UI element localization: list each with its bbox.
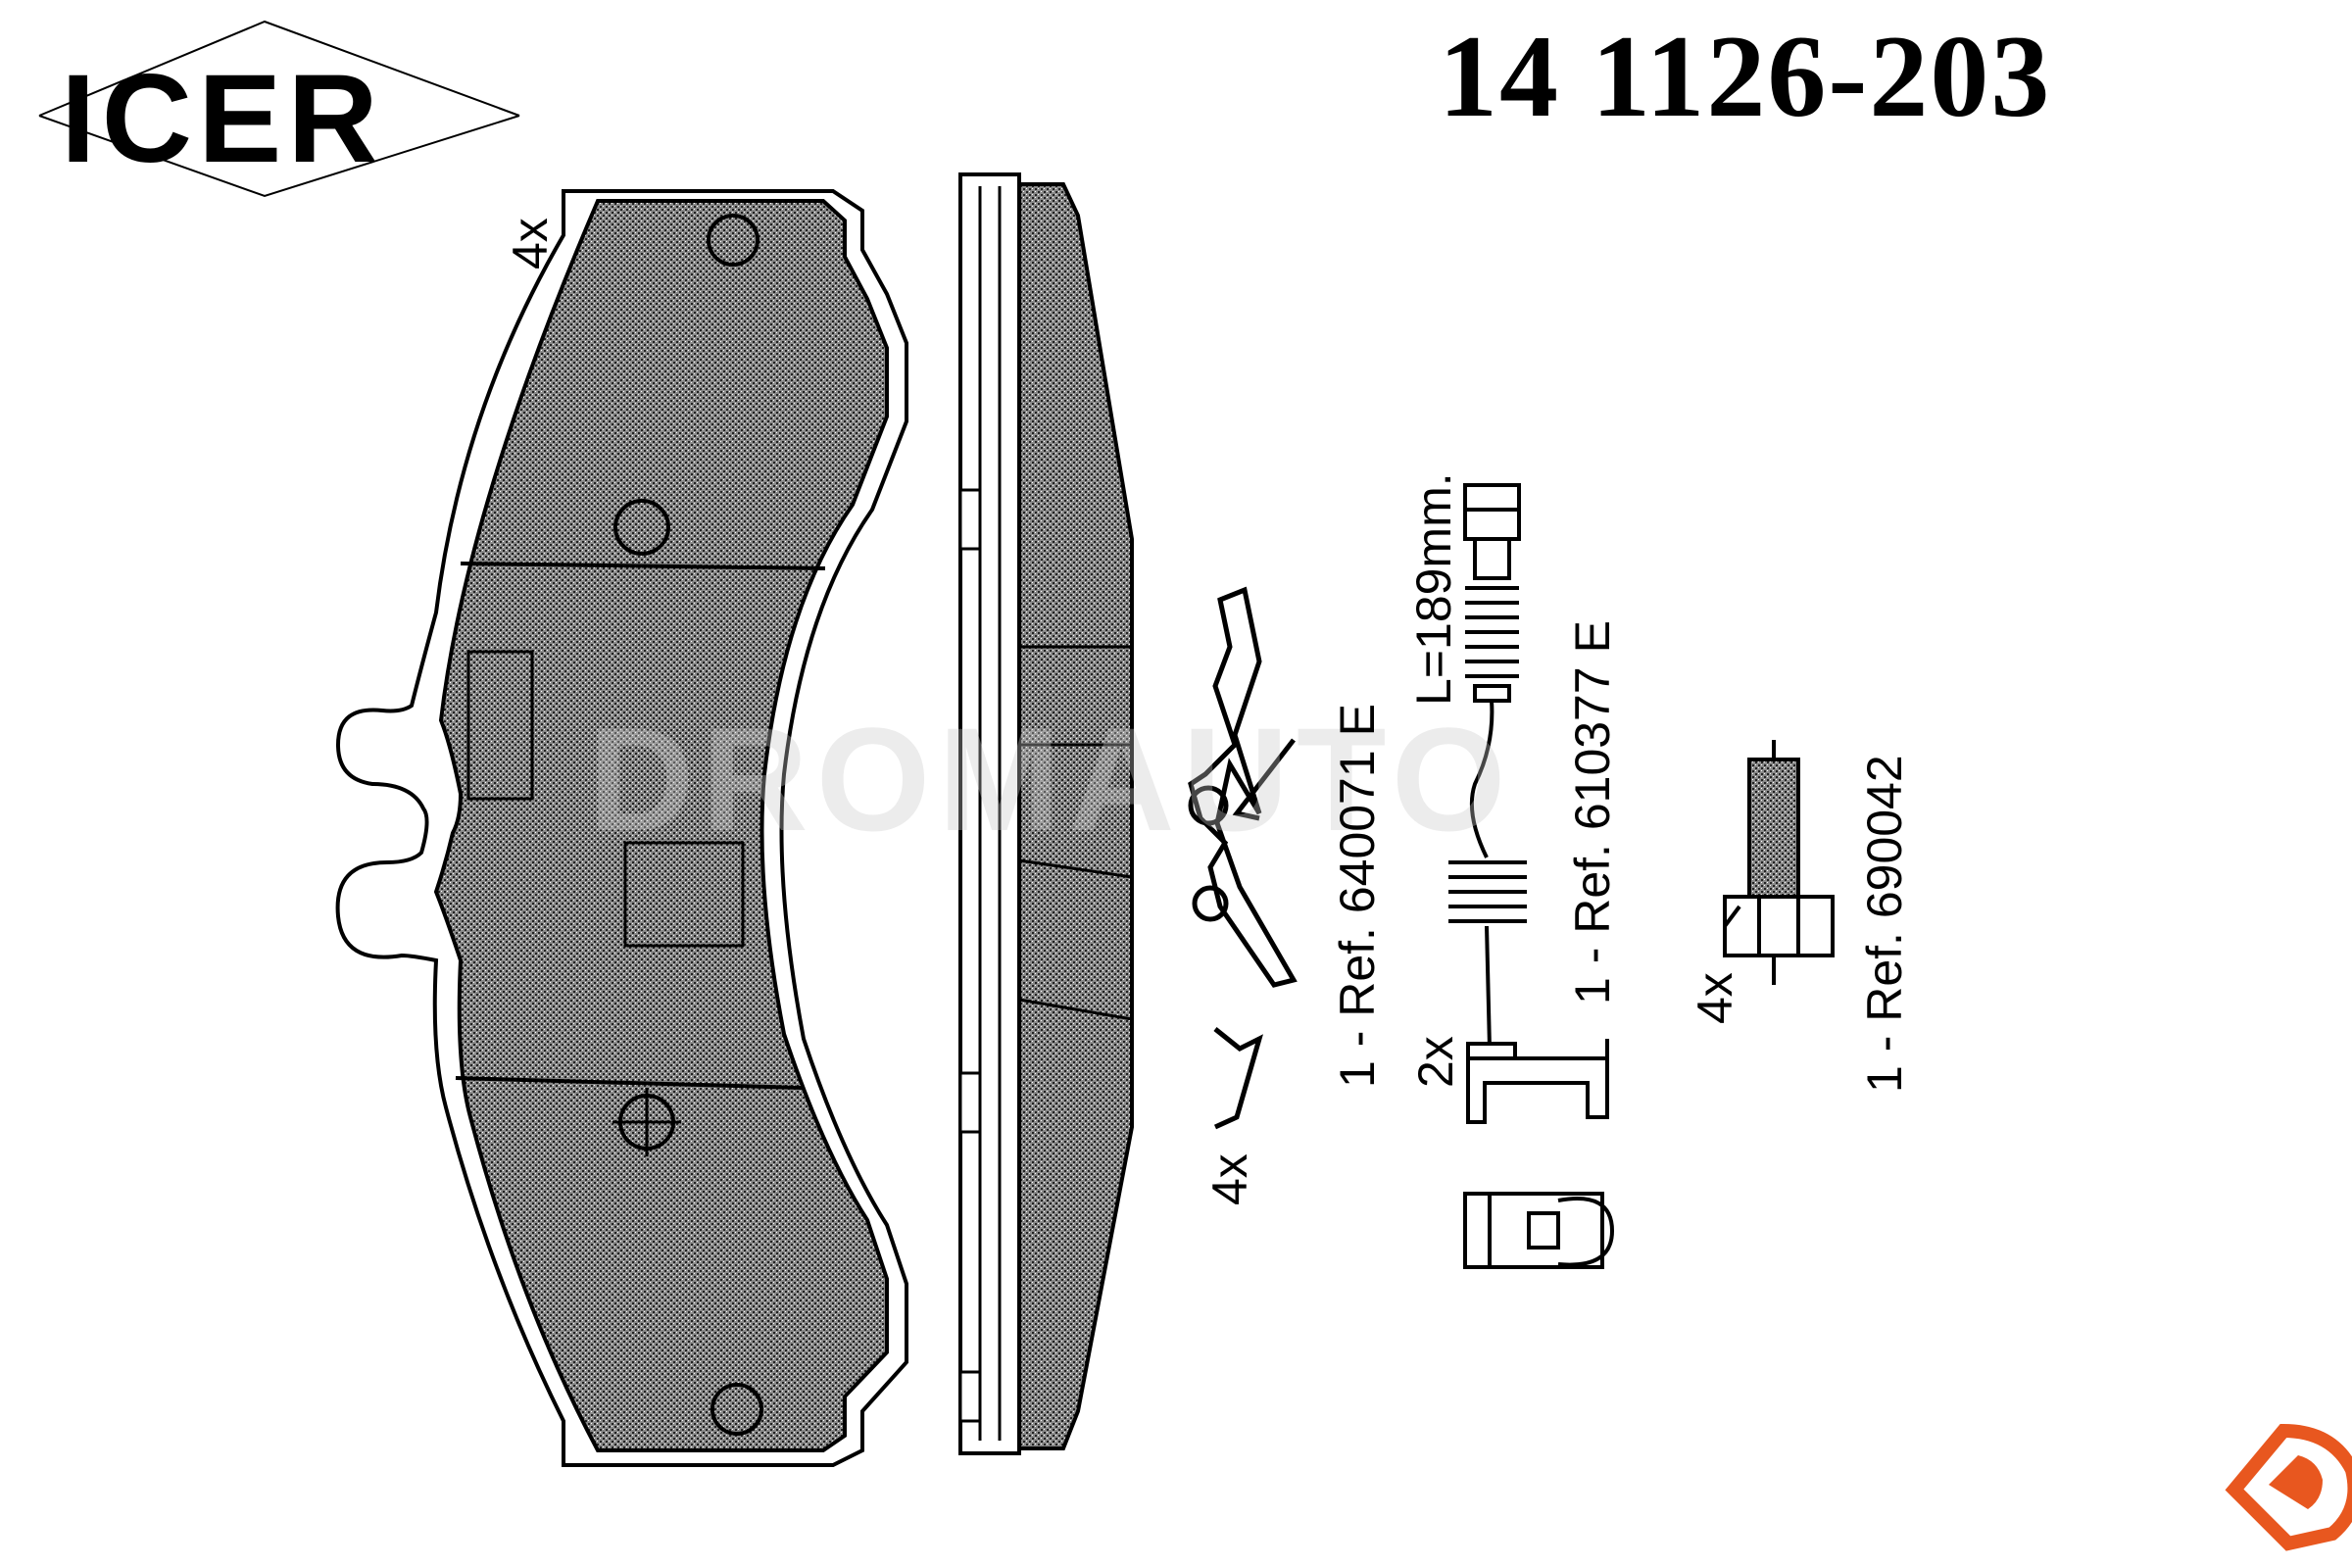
sensor-reference: 1 - Ref. 610377 E [1565, 620, 1620, 1004]
sensor-quantity-label: 2x [1408, 1036, 1463, 1088]
anti-rattle-clip [1188, 586, 1298, 1130]
icer-logo: ICER [61, 49, 384, 189]
clip-quantity-label: 4x [1202, 1153, 1257, 1205]
hole-top [707, 214, 760, 267]
pad-slot-lower [455, 1076, 805, 1090]
part-number: 14 1126-203 [1439, 11, 2052, 141]
wear-sensor [1448, 483, 1615, 1269]
bolt [1723, 740, 1835, 985]
hole-mid [613, 499, 670, 556]
bolt-reference: 1 - Ref. 690042 [1857, 755, 1912, 1093]
sensor-length-label: L=189mm. [1406, 472, 1461, 706]
clip-reference: 1 - Ref. 640071 E [1330, 704, 1385, 1088]
pad-recess-upper [466, 650, 534, 801]
pad-side-view [958, 172, 1134, 1455]
side-friction-layer [1017, 182, 1134, 1450]
pad-recess-center [623, 841, 745, 948]
friction-material [433, 199, 889, 1452]
pad-front-view [335, 189, 908, 1467]
dromauto-d-icon [2225, 1423, 2352, 1551]
pad-slot-upper [460, 562, 826, 570]
pad-quantity-label: 4x [503, 218, 558, 270]
side-backing-plate [958, 172, 1021, 1455]
hole-bottom [710, 1383, 763, 1436]
icer-logo-frame [38, 20, 520, 198]
bolt-quantity-label: 4x [1688, 972, 1742, 1024]
watermark: DROMAUTO [588, 697, 1514, 861]
